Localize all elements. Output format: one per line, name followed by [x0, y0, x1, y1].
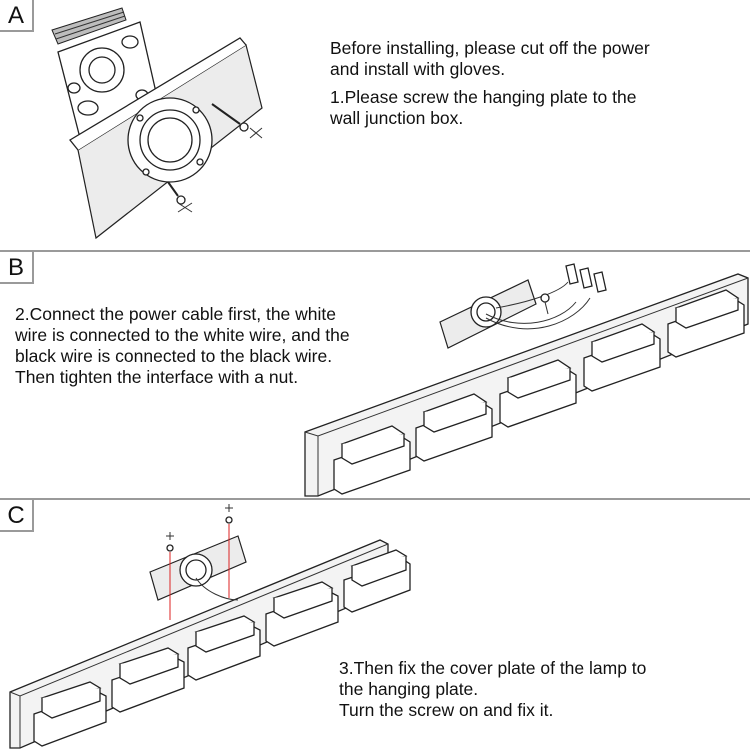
- hanging-plate: [149, 535, 247, 601]
- lamp-shade: [415, 393, 493, 462]
- lamp-shade: [187, 615, 261, 681]
- safety-warning-text: Before installing, please cut off the po…: [330, 38, 650, 79]
- screw-icon: [167, 181, 193, 213]
- screw-icon: [225, 504, 233, 598]
- lamp-shade: [583, 323, 661, 392]
- step-c-label: C: [0, 500, 34, 532]
- cover-plate-illustration: [9, 504, 411, 749]
- lamp-shade: [111, 647, 185, 713]
- screw-icon: [211, 103, 263, 139]
- lamp-shade: [265, 581, 339, 647]
- hanging-plate: [439, 279, 537, 349]
- wire-connectors: [485, 263, 607, 330]
- step-3-text: 3.Then fix the cover plate of the lamp t…: [339, 658, 647, 720]
- step-1-text: 1.Please screw the hanging plate to the …: [330, 87, 637, 128]
- screw-icon: [166, 532, 174, 620]
- junction-box-illustration: [51, 7, 263, 240]
- step-a-label: A: [0, 0, 34, 32]
- wiring-illustration: [304, 263, 749, 497]
- lamp-shade: [499, 359, 577, 428]
- lamp-shade: [667, 289, 745, 358]
- lamp-shade: [33, 681, 107, 747]
- wall-hatch: [51, 7, 127, 45]
- step-b-label: B: [0, 252, 34, 284]
- lamp-shade: [333, 425, 411, 495]
- hanging-plate: [69, 37, 263, 240]
- step-c-panel: C: [0, 500, 750, 750]
- lamp-shade: [343, 549, 411, 613]
- step-a-panel: A: [0, 0, 750, 252]
- step-b-panel: B 2.Connect the power cable first, the w…: [0, 252, 750, 500]
- step-2-text: 2.Connect the power cable first, the whi…: [15, 304, 350, 387]
